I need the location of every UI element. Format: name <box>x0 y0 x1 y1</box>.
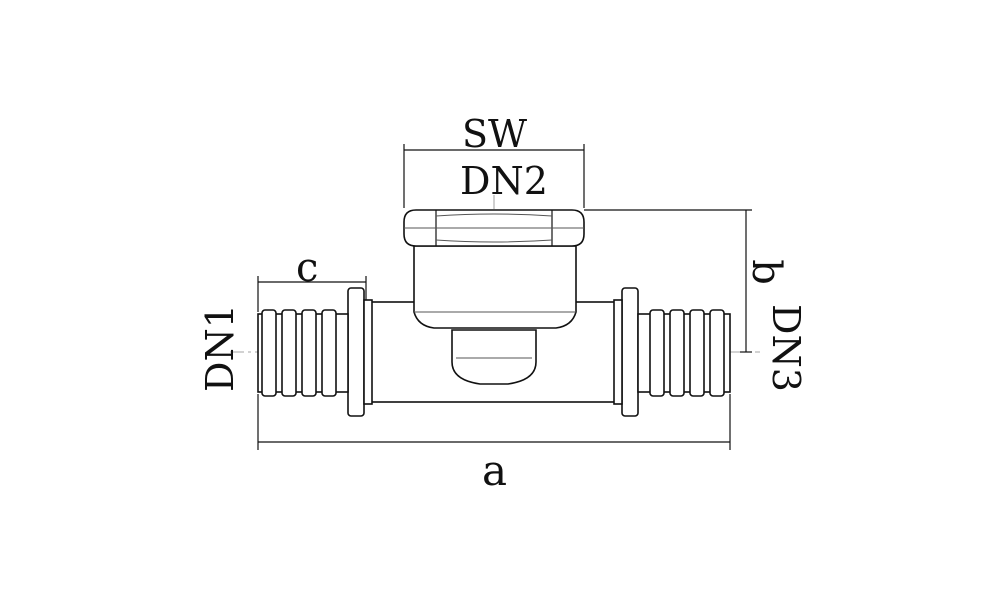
label-dn2: DN2 <box>460 159 548 203</box>
branch-nose <box>451 329 537 385</box>
label-a: a <box>482 446 508 495</box>
hex-nut <box>403 209 585 247</box>
right-spigot <box>637 309 731 397</box>
label-b: b <box>743 259 789 285</box>
label-c: c <box>296 245 319 291</box>
dimension-c <box>257 276 367 312</box>
branch-socket <box>413 245 577 329</box>
label-sw: SW <box>462 112 528 156</box>
left-spigot <box>257 309 349 397</box>
right-collar <box>621 287 639 417</box>
label-dn3: DN3 <box>764 304 808 392</box>
left-collar <box>347 287 365 417</box>
label-dn1: DN1 <box>198 304 242 392</box>
dimension-b <box>584 209 752 353</box>
dimension-a <box>257 394 731 450</box>
dimension-sw <box>403 144 585 208</box>
left-collar-neck <box>363 299 373 405</box>
right-collar-neck <box>613 299 623 405</box>
